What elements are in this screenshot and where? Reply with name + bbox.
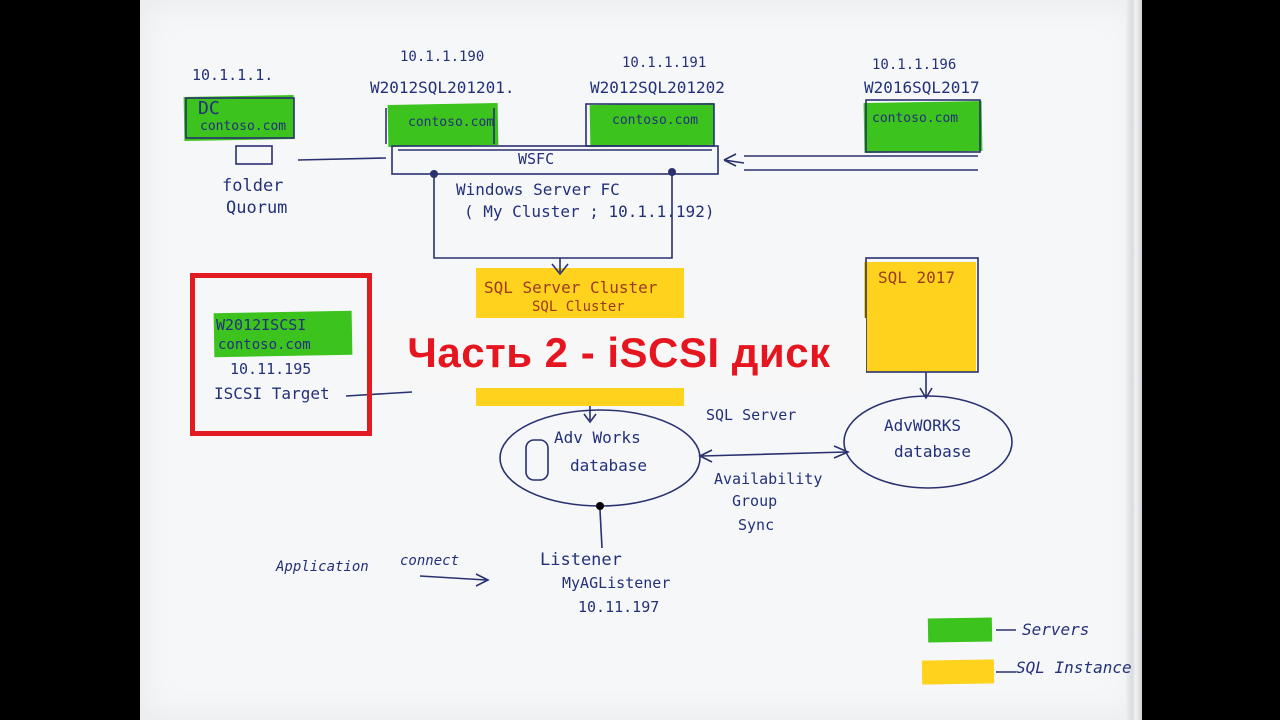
iscsi-role: ISCSI Target [214, 384, 330, 403]
listener-line1: Listener [540, 550, 622, 570]
app-arrow [419, 573, 490, 587]
wsfc-line1: Windows Server FC [456, 180, 620, 199]
quorum-link-line [297, 157, 387, 161]
paper-edge [1126, 0, 1142, 720]
listener-line3: 10.11.197 [578, 598, 660, 616]
node2-ip: 10.1.1.191 [622, 55, 707, 71]
quorum-folder-shape [235, 145, 273, 165]
node2-domain: contoso.com [612, 113, 699, 128]
db1-cylinder [525, 439, 549, 481]
iscsi-name: W2012ISCSI [216, 316, 307, 334]
dc-ip: 10.1.1.1. [192, 66, 274, 84]
ag-sync-arrow [698, 445, 851, 463]
wsfc-frame [433, 174, 673, 259]
node3-domain: contoso.com [872, 111, 959, 126]
node3-arrow [723, 153, 745, 167]
node1-name: W2012SQL201201. [370, 78, 515, 97]
title-banner: Часть 2 - iSCSI диск [372, 318, 866, 388]
sql-cluster-line1: SQL Server Cluster [484, 278, 658, 297]
ag-line3: Sync [738, 516, 775, 534]
page-title: Часть 2 - iSCSI диск [407, 329, 831, 376]
node1-domain: contoso.com [408, 115, 495, 130]
node3-box [865, 99, 981, 153]
app-label1: Application [276, 559, 369, 575]
ag-line1: Availability [714, 470, 823, 488]
wsfc-label: WSFC [518, 150, 555, 168]
node2-box [585, 103, 715, 147]
listener-line2: MyAGListener [562, 574, 671, 592]
node2-name: W2012SQL201202 [590, 78, 725, 97]
db2-ellipse [843, 395, 1013, 489]
ag-line2: Group [732, 492, 778, 510]
sql2017-label: SQL 2017 [878, 268, 956, 287]
sql2017-highlight [864, 262, 976, 372]
dc-name: DC [198, 98, 220, 119]
quorum-label-1: folder [222, 176, 284, 196]
node3-name: W2016SQL2017 [864, 78, 980, 97]
app-label2: connect [400, 553, 460, 569]
sql2017-box [865, 257, 979, 373]
db1-line2: database [570, 456, 648, 475]
db1-line1: Adv Works [554, 428, 641, 447]
wsfc-to-sql-arrow [551, 258, 569, 276]
wsfc-line2: ( My Cluster ; 10.1.1.192) [464, 202, 715, 221]
iscsi-domain: contoso.com [218, 337, 311, 353]
wsfc-bar [391, 145, 719, 175]
db2-line1: AdvWORKS [884, 416, 962, 435]
sql-cluster-line2: SQL Cluster [532, 299, 625, 315]
quorum-label-2: Quorum [226, 198, 288, 218]
ag-top-label: SQL Server [706, 406, 797, 424]
dc-box [185, 97, 295, 139]
iscsi-ip: 10.11.195 [230, 360, 312, 378]
iscsi-link-line [345, 391, 413, 397]
db2-line2: database [894, 442, 972, 461]
node1-ip: 10.1.1.190 [400, 49, 485, 65]
node3-ip: 10.1.1.196 [872, 57, 957, 73]
dc-domain: contoso.com [200, 119, 287, 134]
legend-servers-label: Servers [1022, 620, 1090, 639]
iscsi-highlight-frame [190, 273, 372, 436]
legend-sql-label: SQL Instance [1016, 658, 1132, 677]
